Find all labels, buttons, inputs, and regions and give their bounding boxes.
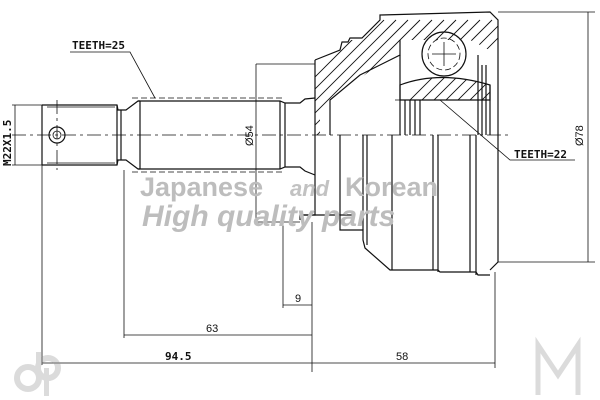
teeth-25-label: TEETH=25	[72, 39, 125, 52]
dim-94-5: 94.5	[165, 350, 192, 363]
housing-diameter-label: Ø78	[574, 125, 586, 146]
dimensions	[12, 11, 595, 372]
dim-63: 63	[206, 323, 218, 335]
thread-label: M22X1.5	[1, 120, 14, 166]
dim-9: 9	[295, 293, 301, 305]
watermark-and: and	[290, 176, 330, 201]
dp-logo	[14, 352, 61, 396]
teeth-22-label: TEETH=22	[514, 148, 567, 161]
dim-58: 58	[396, 351, 408, 363]
shaft-diameter-label: Ø54	[244, 125, 256, 146]
watermark: Japanese and Korean High quality parts	[140, 172, 438, 233]
watermark-korean: Korean	[345, 172, 438, 202]
m-logo	[535, 336, 581, 395]
watermark-high-quality: High quality parts	[142, 200, 395, 233]
ball	[421, 31, 467, 77]
watermark-japanese: Japanese	[140, 172, 263, 202]
splined-shaft	[132, 97, 316, 176]
housing-body	[299, 135, 490, 276]
